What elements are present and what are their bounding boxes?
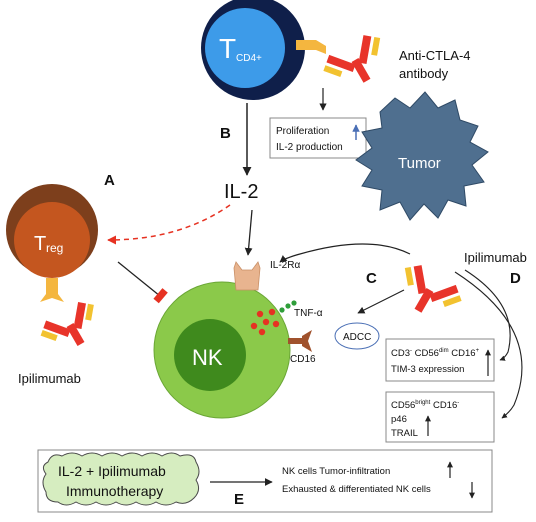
box2-line-3: TRAIL: [391, 428, 418, 439]
arrow-ab-to-il2ra: [279, 243, 411, 263]
ipilimumab-right-label: Ipilimumab: [464, 250, 527, 265]
ipilimumab-left-label: Ipilimumab: [18, 371, 81, 386]
ctla4-receptor-treg: [40, 278, 64, 302]
ipilimumab-antibody-left-icon: [40, 302, 94, 347]
ctla4-receptor-tcell: [296, 40, 326, 54]
inhibition-bar: [153, 288, 168, 304]
cd16-receptor-icon: [288, 330, 312, 352]
anti-ctla4-antibody-icon: [323, 35, 381, 83]
granules: [250, 300, 297, 336]
prolif-line-2: IL-2 production: [276, 142, 343, 153]
t-cd4-cell: T CD4+: [201, 0, 305, 100]
box1-line-1: CD3- CD56dim CD16+: [391, 348, 480, 359]
label-d: D: [510, 270, 521, 287]
treg-inner: [14, 202, 90, 278]
proliferation-box: Proliferation IL-2 production: [269, 117, 367, 159]
tcell-label: T: [219, 33, 236, 64]
nk-phenotype-box-1: CD3- CD56dim CD16+ TIM-3 expression: [385, 338, 495, 382]
anti-ctla4-label-1: Anti-CTLA-4: [399, 48, 471, 63]
box2-line-1: CD56bright CD16-: [391, 400, 459, 411]
nk-phenotype-box-2: CD56bright CD16- p46 TRAIL: [385, 391, 495, 443]
adcc-bubble: [334, 322, 380, 350]
box2-line-2: p46: [391, 414, 407, 425]
label-b: B: [220, 125, 231, 142]
therapy-panel: IL-2 + Ipilimumab Immunotherapy E NK cel…: [37, 449, 493, 513]
tumor-shape: [355, 91, 489, 221]
prolif-line-1: Proliferation: [276, 126, 329, 137]
tcell-label-sub: CD4+: [236, 53, 262, 64]
therapy-line-1: IL-2 + Ipilimumab: [58, 463, 166, 479]
label-a: A: [104, 172, 115, 189]
arrow-il2-to-nk: [244, 209, 253, 256]
label-e: E: [234, 491, 244, 508]
therapy-blob: [42, 452, 200, 506]
anti-ctla4-label-2: antibody: [399, 66, 449, 81]
arrow-ab-to-adcc: [357, 289, 405, 314]
il2ra-label: IL-2Rα: [270, 260, 300, 271]
treg-label-sub: reg: [46, 241, 63, 255]
inhibition-line: [117, 261, 161, 297]
result-line-2: Exhausted & differentiated NK cells: [282, 484, 431, 495]
arrow-d-to-box1: [464, 269, 511, 361]
nk-cell: NK: [153, 281, 291, 419]
adcc-label: ADCC: [343, 332, 371, 343]
tcell-nucleus: [205, 8, 285, 88]
tnfa-label: TNF-α: [294, 308, 323, 319]
ipilimumab-antibody-right-icon: [404, 265, 462, 313]
result-line-1: NK cells Tumor-infiltration: [282, 466, 390, 477]
treg-cell: T reg: [6, 184, 98, 278]
nk-nucleus: [174, 319, 246, 391]
label-c: C: [366, 270, 377, 287]
arrow-d-to-box2: [454, 271, 523, 419]
il2-label: IL-2: [224, 181, 258, 203]
therapy-line-2: Immunotherapy: [66, 483, 163, 499]
treg-label: T: [34, 233, 46, 255]
tumor-label: Tumor: [398, 155, 441, 172]
dashed-arrow-il2-to-treg: [107, 204, 231, 245]
cd16-label: CD16: [290, 354, 316, 365]
box1-line-2: TIM-3 expression: [391, 364, 464, 375]
nk-label: NK: [192, 345, 223, 370]
il2ra-receptor-icon: [233, 261, 261, 291]
